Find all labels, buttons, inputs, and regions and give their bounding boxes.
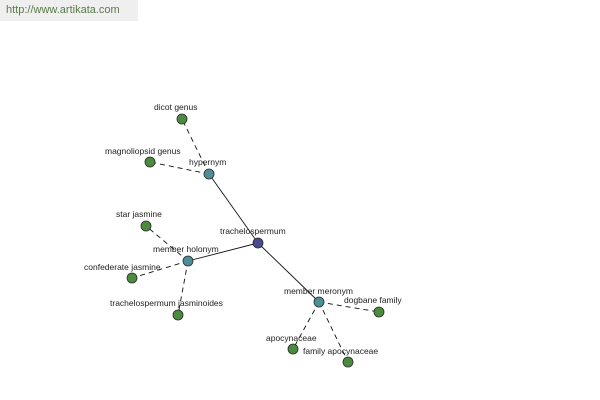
node-member-meronym[interactable]: member meronym [284, 286, 353, 308]
node-family-apocynaceae[interactable]: family apocynaceae [303, 346, 378, 368]
node-trachelospermum-jasminoides[interactable]: trachelospermum jasminoides [110, 298, 223, 321]
node-dicot-genus[interactable]: dicot genus [154, 102, 197, 125]
leaf-node-label: family apocynaceae [303, 346, 378, 356]
source-watermark: http://www.artikata.com [0, 0, 138, 21]
leaf-node-dot[interactable] [176, 113, 188, 125]
edge-hypernym-to-dicot-genus [181, 118, 210, 175]
graph-edges [131, 118, 380, 363]
node-star-jasmine[interactable]: star jasmine [116, 209, 162, 232]
leaf-node-label: dicot genus [154, 102, 197, 112]
leaf-node-label: confederate jasmine [84, 262, 161, 272]
relation-node-label: hypernym [189, 157, 226, 167]
node-hypernym[interactable]: hypernym [189, 157, 226, 180]
edge-center-to-hypernym [208, 173, 259, 244]
edge-center-to-member-meronym [257, 242, 320, 303]
edge-center-to-member-holonym [187, 242, 259, 262]
leaf-node-dot[interactable] [287, 343, 299, 355]
relation-node-label: member meronym [284, 286, 353, 296]
edge-member-holonym-to-star-jasmine [145, 225, 189, 262]
leaf-node-label: magnoliopsid genus [105, 146, 181, 156]
node-apocynaceae[interactable]: apocynaceae [266, 333, 317, 355]
node-member-holonym[interactable]: member holonym [153, 244, 219, 267]
relation-node-dot[interactable] [203, 168, 215, 180]
leaf-node-label: star jasmine [116, 209, 162, 219]
relation-node-dot[interactable] [182, 255, 194, 267]
node-dogbane-family[interactable]: dogbane family [344, 295, 402, 318]
relation-node-dot[interactable] [313, 296, 325, 308]
leaf-node-dot[interactable] [140, 220, 152, 232]
node-magnoliopsid-genus[interactable]: magnoliopsid genus [105, 146, 181, 168]
watermark-url-text: http://www.artikata.com [6, 4, 120, 16]
leaf-node-label: trachelospermum jasminoides [110, 298, 223, 308]
relation-node-label: member holonym [153, 244, 219, 254]
center-node-dot[interactable] [252, 237, 264, 249]
leaf-node-dot[interactable] [172, 309, 184, 321]
leaf-node-dot[interactable] [144, 156, 156, 168]
leaf-node-dot[interactable] [126, 272, 138, 284]
node-confederate-jasmine[interactable]: confederate jasmine [84, 262, 161, 284]
edge-member-meronym-to-dogbane-family [318, 301, 380, 313]
edge-member-holonym-to-trachelospermum-jasminoides [177, 260, 189, 316]
leaf-node-label: apocynaceae [266, 333, 317, 343]
edge-hypernym-to-magnoliopsid-genus [149, 161, 210, 175]
edge-member-holonym-to-confederate-jasmine [131, 260, 189, 279]
leaf-node-dot[interactable] [342, 356, 354, 368]
leaf-node-label: dogbane family [344, 295, 402, 305]
leaf-node-dot[interactable] [373, 306, 385, 318]
edge-member-meronym-to-family-apocynaceae [318, 301, 349, 363]
center-node-label: trachelospermum [220, 226, 286, 236]
node-center[interactable]: trachelospermum [220, 226, 286, 249]
graph-nodes: dicot genus magnoliopsid genus star jasmin… [84, 102, 402, 368]
